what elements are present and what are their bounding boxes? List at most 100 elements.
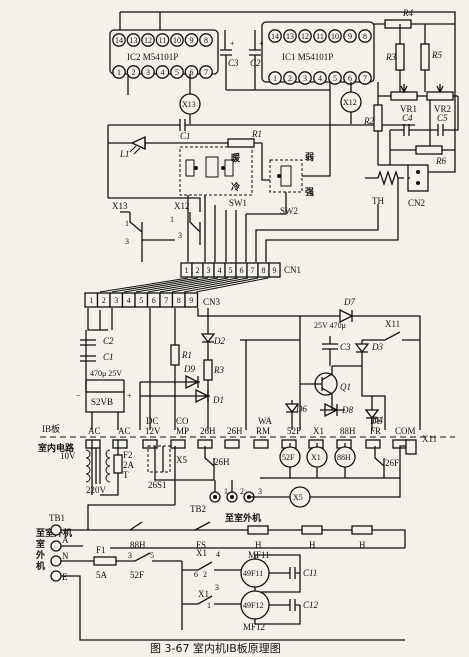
- fs-label: FS: [196, 540, 206, 550]
- svg-text:F2: F2: [123, 450, 133, 460]
- ic2-pin-number: 2: [132, 68, 136, 77]
- tb1-terminal-1: [50, 524, 62, 536]
- svg-text:E: E: [62, 572, 68, 582]
- cn1-pin-number: 2: [196, 266, 200, 275]
- c12-capacitor: [269, 599, 300, 611]
- ribbon-cable: [99, 277, 269, 293]
- svg-text:H: H: [255, 540, 262, 550]
- c1-capacitor: [107, 119, 415, 198]
- cn1-pin-number: 6: [240, 266, 244, 275]
- figure-caption: 图 3-67 室内机IB板原理图: [150, 641, 281, 655]
- x5-label: X5: [176, 455, 187, 465]
- header-pin-block: [142, 439, 158, 449]
- svg-text:5A: 5A: [96, 570, 108, 580]
- svg-text:C11: C11: [303, 568, 317, 578]
- c2-capacitor: [249, 30, 261, 90]
- d3-label: D3: [371, 342, 383, 352]
- r6-resistor: [415, 145, 443, 155]
- svg-text:外: 外: [35, 549, 45, 560]
- svg-text:5: 5: [150, 551, 154, 560]
- svg-text:49F12: 49F12: [243, 601, 263, 610]
- svg-text:2A: 2A: [123, 460, 135, 470]
- ic2-pin-number: 14: [115, 36, 123, 45]
- ic1-pin-13: [283, 29, 297, 43]
- svg-text:X1: X1: [311, 453, 321, 462]
- transformer-secondary: [85, 449, 91, 483]
- svg-text:88H: 88H: [337, 453, 351, 462]
- r1b-label: R1: [181, 350, 192, 360]
- svg-text:1: 1: [170, 215, 174, 224]
- ic1-pin-12: [298, 29, 312, 43]
- ic1-pin-number: 10: [331, 32, 339, 41]
- ic2-pin-number: 13: [130, 36, 138, 45]
- svg-text:1: 1: [207, 601, 211, 610]
- ic1-pin-number: 6: [348, 74, 352, 83]
- ic1-pin-number: 2: [288, 74, 292, 83]
- c4-capacitor: [390, 124, 430, 136]
- ic2-pin-number: 5: [175, 68, 179, 77]
- svg-text:MP: MP: [176, 426, 189, 436]
- cn3-pin-number: 4: [127, 296, 131, 305]
- svg-text:X13: X13: [182, 100, 196, 109]
- header-pin-block: [85, 439, 101, 449]
- c3b-label: C3: [340, 342, 351, 352]
- cap470-label: 470μ 25V: [90, 369, 122, 378]
- svg-text:FR: FR: [370, 426, 381, 436]
- ic1-pin-4: [313, 71, 327, 85]
- mf12-label: MF12: [243, 622, 265, 632]
- d4-diode: [364, 396, 380, 430]
- ic2-pin-9: [184, 33, 199, 47]
- svg-text:26H: 26H: [200, 426, 216, 436]
- svg-text:X1: X1: [313, 426, 324, 436]
- ib-board-label: IB板: [42, 423, 60, 434]
- ic2-pin-1: [112, 65, 126, 79]
- cn3-pin-number: 9: [189, 296, 193, 305]
- f52b-label: 52F: [130, 570, 144, 580]
- cn1-pin-number: 1: [185, 266, 189, 275]
- tb1-terminal-n: [50, 555, 62, 567]
- svg-text:X11: X11: [422, 434, 437, 444]
- r4-resistor: [384, 19, 412, 29]
- sw1-switch[interactable]: [179, 146, 253, 196]
- svg-text:H: H: [359, 540, 366, 550]
- d2-diode: [200, 308, 216, 360]
- ic1-pin-number: 1: [273, 74, 277, 83]
- sw1-label: SW1: [229, 198, 247, 208]
- ic2-pin-number: 11: [159, 36, 167, 45]
- header-blocks: [85, 439, 408, 449]
- ic2-pin-number: 4: [161, 68, 165, 77]
- header-pin-block: [112, 439, 128, 449]
- svg-text:COM: COM: [395, 426, 416, 436]
- svg-text:−: −: [76, 391, 81, 400]
- s26-label: 26S1: [148, 480, 167, 490]
- header-pin-block: [170, 439, 186, 449]
- r3-label: R3: [385, 52, 396, 62]
- svg-text:N: N: [62, 551, 69, 561]
- heat-label: 暖: [231, 152, 241, 163]
- c5-label: C5: [437, 113, 448, 123]
- to-outdoor-label: 至室外机: [225, 512, 261, 523]
- top-rail: [120, 11, 456, 150]
- x11-contact[interactable]: [362, 331, 420, 341]
- svg-text:T: T: [123, 470, 129, 480]
- v10-label: 10V: [60, 451, 76, 461]
- ic1-pin-3: [298, 71, 312, 85]
- d9-label: D9: [183, 364, 195, 374]
- ic1-pin-number: 3: [303, 74, 307, 83]
- ic1-pin-number: 5: [333, 74, 337, 83]
- c5-capacitor: [430, 96, 459, 136]
- svg-text:H: H: [309, 540, 316, 550]
- r6-label: R6: [435, 156, 446, 166]
- cn3-pin-number: 2: [102, 296, 106, 305]
- svg-text:6: 6: [194, 570, 198, 579]
- svg-text:26H: 26H: [227, 426, 243, 436]
- svg-text:52F: 52F: [282, 453, 295, 462]
- ic1-pin-14: [268, 29, 282, 43]
- sw2-switch[interactable]: [269, 159, 303, 193]
- q1-label: Q1: [340, 382, 351, 392]
- tb1-terminal-a: [50, 540, 62, 552]
